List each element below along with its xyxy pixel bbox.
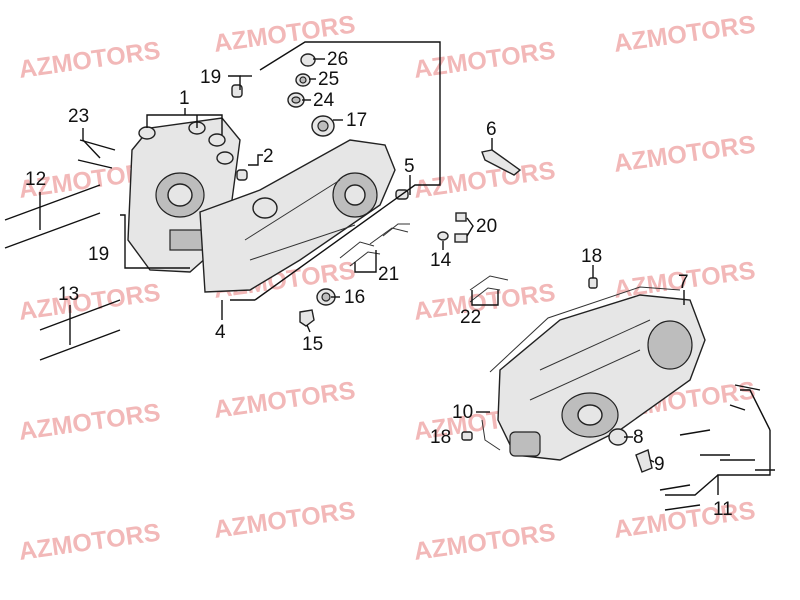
callout-18-top: 18 bbox=[581, 246, 602, 267]
callout-5: 5 bbox=[404, 156, 415, 177]
callout-6: 6 bbox=[486, 119, 497, 140]
callout-8: 8 bbox=[633, 427, 644, 448]
bolt-20[interactable] bbox=[454, 212, 468, 243]
oil-seal-17[interactable] bbox=[311, 115, 335, 137]
watermark-layer: AZMOTORS AZMOTORS AZMOTORS AZMOTORS AZMO… bbox=[17, 10, 757, 566]
crankcase-left-cover[interactable] bbox=[497, 294, 706, 461]
oil-seal-26[interactable] bbox=[300, 53, 316, 67]
watermark: AZMOTORS bbox=[612, 496, 757, 544]
bolt-6[interactable] bbox=[481, 149, 522, 176]
callout-16: 16 bbox=[344, 287, 365, 308]
watermark: AZMOTORS bbox=[17, 278, 162, 326]
right-crankcase-half[interactable] bbox=[199, 139, 396, 293]
watermark: AZMOTORS bbox=[412, 278, 557, 326]
watermark: AZMOTORS bbox=[17, 518, 162, 566]
dowel-pin-18-top[interactable] bbox=[588, 277, 598, 289]
watermark: AZMOTORS bbox=[412, 36, 557, 84]
callout-18-bottom: 18 bbox=[430, 427, 451, 448]
callout-14: 14 bbox=[430, 250, 452, 271]
callout-12: 12 bbox=[25, 169, 46, 190]
cover-bolts-11[interactable] bbox=[659, 384, 775, 511]
stud-bolts-12[interactable] bbox=[4, 184, 101, 249]
stud-bolts-13[interactable] bbox=[39, 299, 121, 361]
watermark: AZMOTORS bbox=[412, 518, 557, 566]
watermark: AZMOTORS bbox=[412, 156, 557, 204]
bolts-22[interactable] bbox=[469, 275, 509, 303]
callout-9: 9 bbox=[654, 454, 665, 475]
callout-19-top: 19 bbox=[200, 67, 221, 88]
callout-1: 1 bbox=[179, 88, 190, 109]
cover-gasket-10[interactable] bbox=[481, 286, 681, 451]
callout-23: 23 bbox=[68, 106, 89, 127]
watermark: AZMOTORS bbox=[17, 36, 162, 84]
clip-9[interactable] bbox=[635, 449, 653, 473]
drain-plug-15[interactable] bbox=[299, 309, 315, 327]
oil-seal-24[interactable] bbox=[287, 92, 305, 108]
callout-25: 25 bbox=[318, 69, 339, 90]
callout-22: 22 bbox=[460, 307, 481, 328]
callout-13: 13 bbox=[58, 284, 79, 305]
callout-10: 10 bbox=[452, 402, 473, 423]
watermark: AZMOTORS bbox=[212, 496, 357, 544]
callout-21: 21 bbox=[378, 264, 399, 285]
callout-4: 4 bbox=[215, 322, 226, 343]
callout-15: 15 bbox=[302, 334, 323, 355]
callout-26: 26 bbox=[327, 49, 348, 70]
callout-20: 20 bbox=[476, 216, 497, 237]
callout-24: 24 bbox=[313, 90, 335, 111]
leader-lines bbox=[39, 41, 771, 496]
washer-14[interactable] bbox=[437, 231, 449, 241]
bolt-23[interactable] bbox=[77, 139, 116, 169]
bolts-21[interactable] bbox=[339, 223, 410, 267]
callout-11: 11 bbox=[713, 499, 733, 520]
dowel-pin-18-bottom[interactable] bbox=[461, 431, 473, 441]
callout-labels: 1 2 4 5 6 7 8 9 10 11 12 13 14 15 16 17 … bbox=[25, 49, 733, 520]
callout-19-left: 19 bbox=[88, 244, 109, 265]
watermark: AZMOTORS bbox=[612, 10, 757, 58]
callout-17: 17 bbox=[346, 110, 367, 131]
watermark: AZMOTORS bbox=[612, 130, 757, 178]
watermark: AZMOTORS bbox=[212, 376, 357, 424]
callout-7: 7 bbox=[678, 272, 689, 293]
watermark: AZMOTORS bbox=[17, 398, 162, 446]
callout-2: 2 bbox=[263, 146, 274, 167]
dowel-pin-2[interactable] bbox=[236, 169, 248, 181]
bearing-25[interactable] bbox=[295, 73, 311, 87]
